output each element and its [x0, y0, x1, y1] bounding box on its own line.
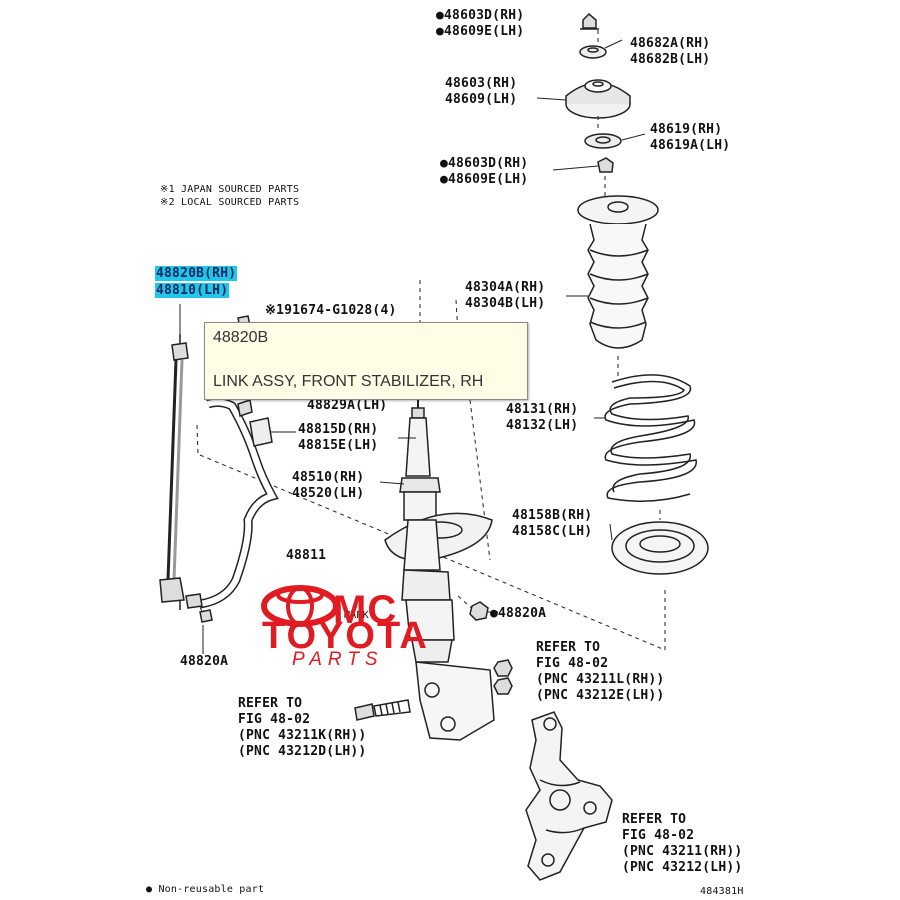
bearing-icon — [584, 133, 622, 149]
label-48815D-rh[interactable]: 48815D(RH) — [298, 422, 379, 437]
label-48158C-lh[interactable]: 48158C(LH) — [512, 524, 593, 539]
label-48603D-rh-2[interactable]: ●48603D(RH) — [440, 156, 529, 171]
ref2-line-d: (PNC 43212D(LH)) — [238, 744, 367, 759]
knuckle-nuts-icon — [493, 659, 513, 695]
leader-lines-icon — [179, 39, 646, 654]
tooltip-part-number: 48820B — [213, 329, 269, 346]
label-48619-rh[interactable]: 48619(RH) — [650, 122, 723, 137]
shock-absorber-icon — [384, 380, 495, 741]
label-48609E-lh[interactable]: ●48609E(LH) — [436, 24, 525, 39]
ref1-line-c: (PNC 43211L(RH)) — [536, 672, 665, 687]
label-48682A-rh[interactable]: 48682A(RH) — [630, 36, 711, 51]
label-48810-lh[interactable]: 48810(LH) — [155, 283, 230, 298]
ref3-line-b[interactable]: FIG 48-02 — [622, 828, 695, 843]
illustration-id: 484381H — [700, 886, 744, 897]
label-48603-rh[interactable]: 48603(RH) — [445, 76, 518, 91]
label-48132-lh[interactable]: 48132(LH) — [506, 418, 579, 433]
label-48304A-rh[interactable]: 48304A(RH) — [465, 280, 546, 295]
label-48829A-lh[interactable]: 48829A(LH) — [307, 398, 388, 413]
ref2-line-b[interactable]: FIG 48-02 — [238, 712, 311, 727]
highlight-48810[interactable]: 48810(LH) — [155, 283, 230, 298]
label-48131-rh[interactable]: 48131(RH) — [506, 402, 579, 417]
ref3-line-c: (PNC 43211(RH)) — [622, 844, 743, 859]
note-local-sourced: ※2 LOCAL SOURCED PARTS — [160, 197, 300, 208]
toyota-logo-icon — [261, 585, 339, 627]
label-mark: MARK — [344, 610, 369, 621]
insulator-cap-icon — [579, 45, 607, 59]
watermark-toyota: TOYOTA — [262, 615, 429, 657]
bump-boot-icon — [577, 195, 659, 349]
label-48820A-left[interactable]: 48820A — [180, 654, 229, 669]
top-nut-icon — [580, 12, 599, 30]
ref3-line-d: (PNC 43212(LH)) — [622, 860, 743, 875]
note-japan-sourced: ※1 JAPAN SOURCED PARTS — [160, 184, 300, 195]
label-48820B-rh[interactable]: 48820B(RH) — [155, 266, 238, 281]
ref3-line-a: REFER TO — [622, 812, 687, 827]
bolt-icon — [354, 699, 411, 721]
label-48510-rh[interactable]: 48510(RH) — [292, 470, 365, 485]
second-nut-icon — [597, 157, 614, 173]
tooltip-description: LINK ASSY, FRONT STABILIZER, RH — [213, 373, 484, 390]
label-48304B-lh[interactable]: 48304B(LH) — [465, 296, 546, 311]
ref2-line-c: (PNC 43211K(RH)) — [238, 728, 367, 743]
nut-48820A-icon — [469, 601, 489, 621]
label-48603D-rh[interactable]: ●48603D(RH) — [436, 8, 525, 23]
label-91674-G1028[interactable]: ※191674-G1028(4) — [265, 303, 397, 318]
watermark-mc: MC — [333, 588, 398, 632]
part-tooltip: 48820B LINK ASSY, FRONT STABILIZER, RH — [204, 322, 528, 400]
ref1-line-b[interactable]: FIG 48-02 — [536, 656, 609, 671]
stabilizer-link-icon — [159, 334, 189, 610]
coil-spring-icon — [604, 374, 697, 502]
label-48158B-rh[interactable]: 48158B(RH) — [512, 508, 593, 523]
stabilizer-bar-icon — [199, 397, 279, 609]
bracket-icon — [185, 399, 273, 609]
label-48520-lh[interactable]: 48520(LH) — [292, 486, 365, 501]
note-non-reusable: ● Non-reusable part — [146, 884, 265, 895]
ref2-line-a: REFER TO — [238, 696, 303, 711]
upper-support-icon — [565, 79, 631, 119]
label-48682B-lh[interactable]: 48682B(LH) — [630, 52, 711, 67]
label-48609-lh[interactable]: 48609(LH) — [445, 92, 518, 107]
steering-knuckle-icon — [525, 711, 613, 881]
label-48820A-right[interactable]: ●48820A — [490, 606, 547, 621]
watermark-parts: PARTS — [292, 649, 384, 670]
ref1-line-d: (PNC 43212E(LH)) — [536, 688, 665, 703]
lower-insulator-icon — [611, 521, 709, 575]
label-48609E-lh-2[interactable]: ●48609E(LH) — [440, 172, 529, 187]
label-48815E-lh[interactable]: 48815E(LH) — [298, 438, 379, 453]
label-48619A-lh[interactable]: 48619A(LH) — [650, 138, 731, 153]
label-48811[interactable]: 48811 — [286, 548, 327, 563]
ref1-line-a: REFER TO — [536, 640, 601, 655]
highlight-48820B[interactable]: 48820B(RH) — [155, 266, 238, 281]
